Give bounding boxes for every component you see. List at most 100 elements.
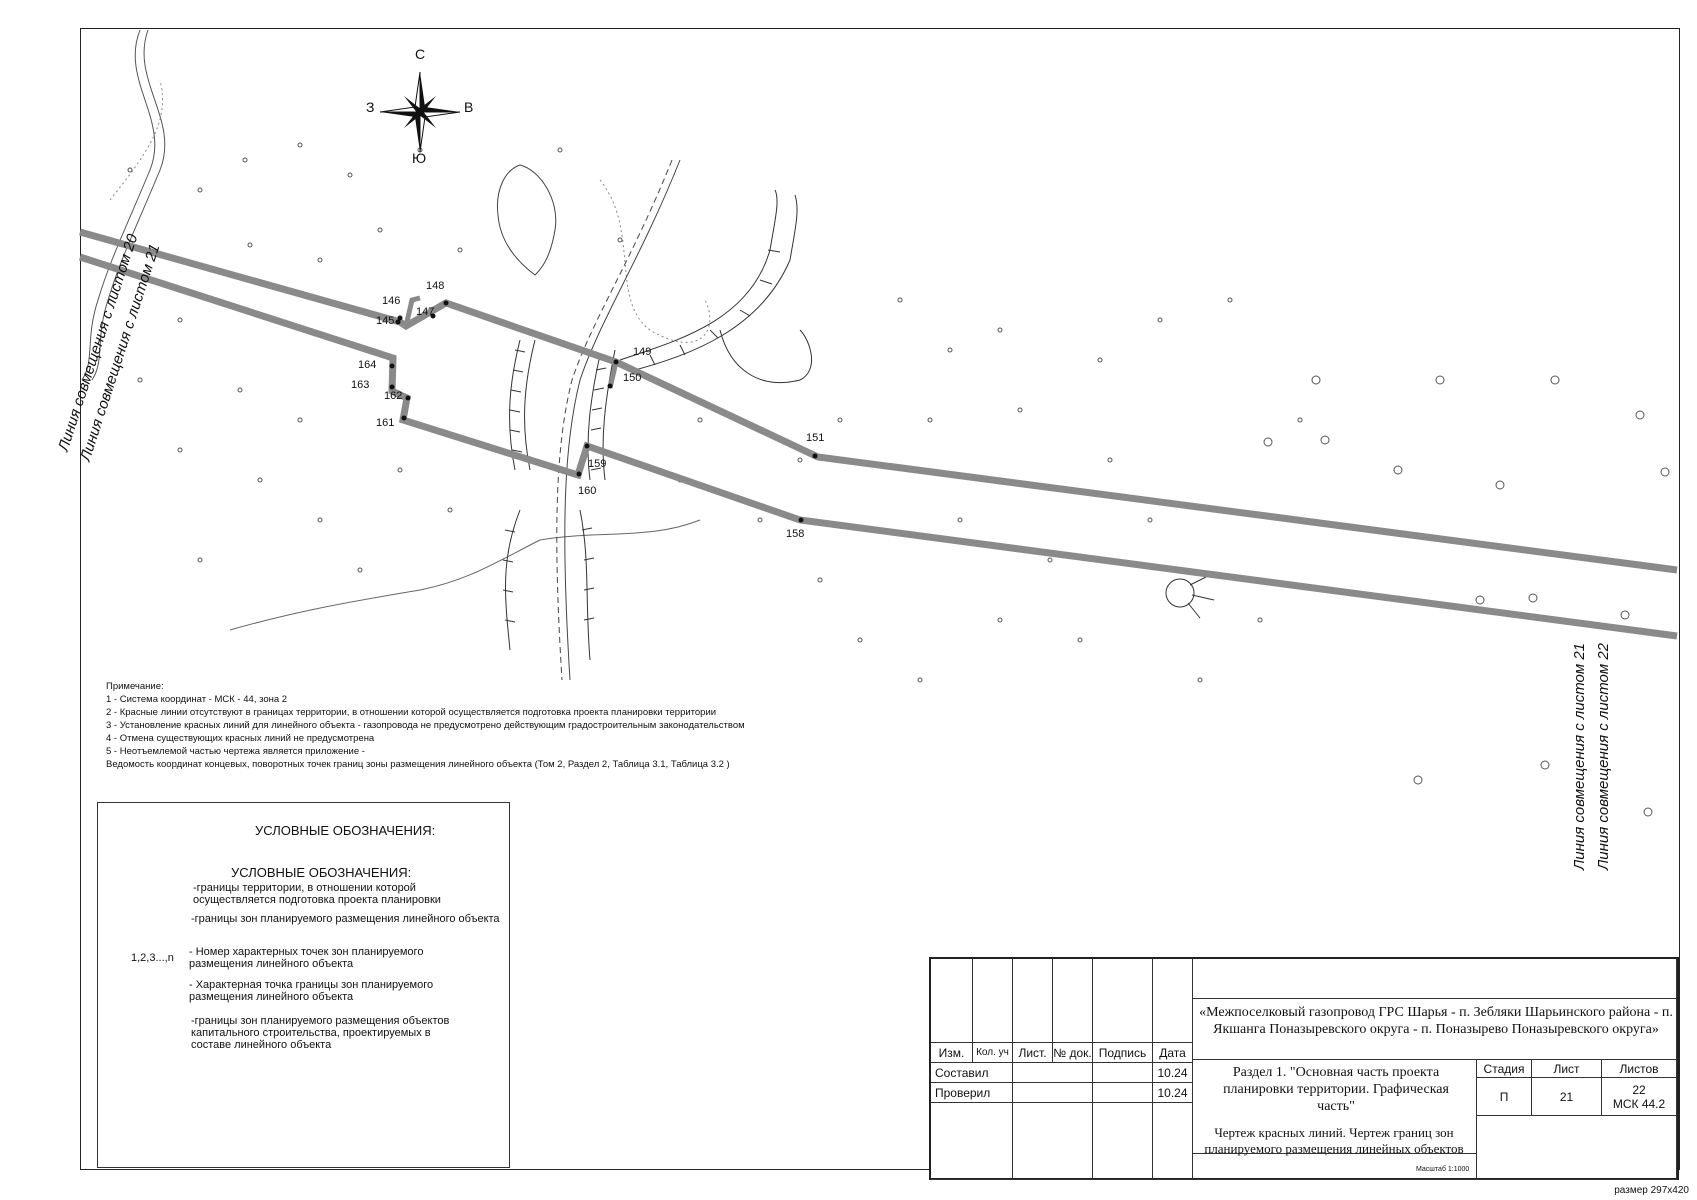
stamp-blank-cell (1013, 1083, 1093, 1103)
zone-boundary-connectors (607, 361, 619, 389)
point-label: 158 (786, 528, 805, 540)
stream (229, 519, 701, 631)
legend-item-territory: -границы территории, в отношении которой… (193, 882, 441, 906)
legend-item-numbers: - Номер характерных точек зон планируемо… (189, 946, 424, 970)
stamp-blank-cell (1193, 959, 1677, 999)
stamp-blank-cell (1093, 1103, 1153, 1180)
stamp-blank-cell (1153, 959, 1193, 1043)
point-147 (430, 313, 436, 319)
point-145 (395, 319, 401, 325)
section-title: Раздел 1. "Основная часть проекта планир… (1223, 1065, 1449, 1114)
point-164 (389, 363, 395, 369)
stamp-date-2: 10.24 (1153, 1083, 1193, 1103)
point-148 (443, 300, 449, 306)
alignment-label-right-2: Линия совмещения с листом 22 (1595, 642, 1612, 870)
stamp-blank-cell (1013, 959, 1053, 1043)
ravine-hatching (505, 189, 813, 661)
point-150 (607, 383, 613, 389)
lake (496, 164, 557, 276)
stamp-blank-cell (1053, 959, 1093, 1043)
point-label: 147 (416, 306, 435, 318)
characteristic-points (389, 300, 818, 523)
note-item: 2 - Красные линии отсутствуют в границах… (106, 707, 717, 718)
compass-north: С (415, 46, 426, 62)
project-title: «Межпоселковый газопровод ГРС Шарья - п.… (1199, 1005, 1673, 1037)
note-item: Ведомость координат концевых, поворотных… (106, 759, 730, 770)
slope-ticks (502, 249, 781, 623)
title-block: Изм. Кол. уч Лист. № док. Подпись Дата С… (929, 957, 1679, 1180)
stamp-role-1: Составил (931, 1063, 1013, 1083)
note-item: 5 - Неотъемлемой частью чертежа является… (106, 746, 365, 757)
point-label: 145 (376, 315, 395, 327)
notes-block: Примечание: 1 - Система координат - МСК … (106, 680, 745, 771)
legend-box: УСЛОВНЫЕ ОБОЗНАЧЕНИЯ: УСЛОВНЫЕ ОБОЗНАЧЕН… (97, 802, 510, 1168)
note-item: 1 - Система координат - МСК - 44, зона 2 (106, 694, 288, 705)
compass-east: В (464, 99, 474, 115)
compass-rose-icon (379, 71, 461, 153)
pit-symbol (1165, 574, 1215, 619)
sheet-format: размер 297x420 (1614, 1185, 1689, 1196)
stamp-drawing-cell (1193, 1154, 1477, 1180)
stamp-header-izm: Изм. (931, 1043, 973, 1063)
stamp-blank-cell (1093, 1083, 1153, 1103)
legend-title-top: УСЛОВНЫЕ ОБОЗНАЧЕНИЯ: (255, 823, 436, 838)
point-label: 160 (578, 485, 597, 497)
legend-item-numbers-symbol: 1,2,3...,n (131, 952, 174, 964)
territory-boundary-north (79, 228, 1678, 574)
point-label: 151 (806, 432, 825, 444)
legend-item-point: - Характерная точка границы зон планируе… (189, 979, 434, 1003)
legend-title: УСЛОВНЫЕ ОБОЗНАЧЕНИЯ: (231, 865, 412, 880)
road (564, 159, 681, 681)
zone-boundary-connectors (403, 295, 421, 327)
point-label: 146 (382, 295, 401, 307)
point-160 (576, 471, 582, 477)
stamp-blank-cell (931, 1103, 1013, 1180)
notes-title: Примечание: (106, 681, 164, 692)
point-label: 162 (384, 390, 403, 402)
stamp-header-sign: Подпись (1093, 1043, 1153, 1063)
stamp-blank-cell (973, 959, 1013, 1043)
drawing-sheet (80, 28, 1680, 1170)
stamp-blank-cell (1093, 959, 1153, 1043)
stamp-blank-cell (1153, 1103, 1193, 1180)
point-label: 164 (358, 359, 377, 371)
stamp-section-cell (1193, 1060, 1477, 1154)
code-value: МСК 44.2 (1612, 1096, 1666, 1111)
point-163 (389, 384, 395, 390)
scale-label: Масштаб 1:1000 (1416, 1166, 1470, 1173)
point-label: 150 (623, 372, 642, 384)
point-label: 148 (426, 280, 445, 292)
stage-label: Стадия (1477, 1060, 1532, 1078)
road (556, 159, 673, 681)
territory-boundary-south (78, 253, 1678, 640)
stamp-blank-cell (1093, 1063, 1153, 1083)
note-item: 4 - Отмена существующих красных линий не… (106, 733, 375, 744)
point-151 (812, 453, 818, 459)
stamp-date-1: 10.24 (1153, 1063, 1193, 1083)
point-label: 163 (351, 379, 370, 391)
vegetation-markers (127, 142, 1303, 683)
stamp-project-cell (1193, 999, 1677, 1060)
stamp-header-doc: № док. (1053, 1043, 1093, 1063)
point-158 (798, 517, 804, 523)
stamp-header-list: Лист. (1013, 1043, 1053, 1063)
point-label: 159 (588, 458, 607, 470)
sheets-cell: 22 МСК 44.2 (1602, 1078, 1677, 1116)
large-tree-markers (1263, 375, 1670, 817)
point-159 (584, 443, 590, 449)
sheets-label: Листов (1602, 1060, 1677, 1078)
compass-west: З (366, 99, 375, 115)
river (91, 29, 166, 381)
stamp-blank-cell (931, 959, 973, 1043)
drawing-title: Чертеж красных линий. Чертеж границ зон … (1204, 1125, 1464, 1156)
stamp-blank-cell (1477, 1116, 1677, 1180)
contour-line (109, 79, 164, 201)
contour-line (599, 179, 711, 343)
legend-item-zone: -границы зон планируемого размещения лин… (191, 913, 500, 925)
note-item: 3 - Установление красных линий для линей… (106, 720, 745, 731)
point-label: 161 (376, 417, 395, 429)
alignment-label-right-1: Линия совмещения с листом 21 (1571, 642, 1588, 870)
point-161 (401, 415, 407, 421)
stamp-blank-cell (1013, 1063, 1093, 1083)
legend-item-capital-zone: -границы зон планируемого размещения объ… (191, 1015, 450, 1051)
